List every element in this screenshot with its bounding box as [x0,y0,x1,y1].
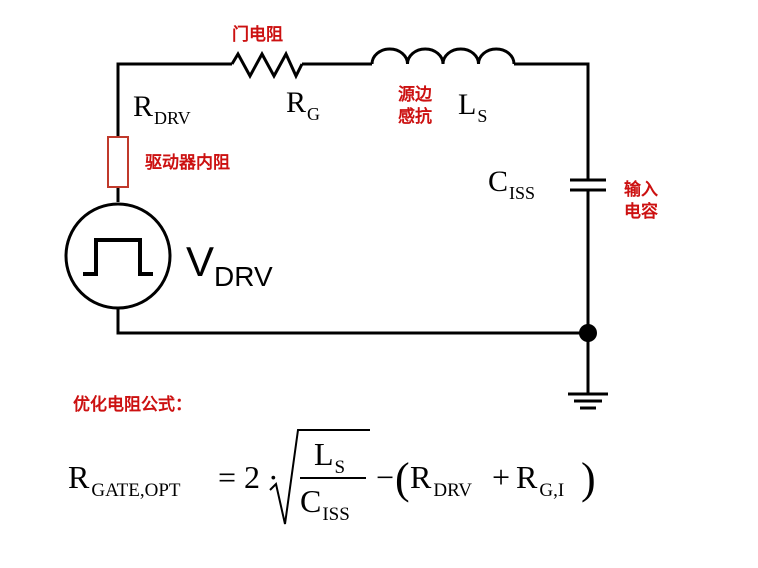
gate-resistor-symbol [230,50,304,80]
ground-icon [568,392,608,410]
junction-node [579,324,597,342]
driver-resistor-symbol [107,136,129,188]
formula-radical-sign [269,429,370,525]
label-r-drv: RDRV [133,90,191,128]
wires [116,62,590,393]
annotation-source-inductance-2: 感抗 [398,106,432,127]
formula-open-paren: ( [395,454,410,503]
wire-left-top [116,62,232,137]
formula-heading: 优化电阻公式： [73,394,192,415]
formula-close-paren: ) [581,454,596,503]
wire-ls-to-ciss [514,62,590,180]
wire-bottom [116,308,588,335]
formula-minus: − [376,459,394,495]
label-v-drv: VDRV [186,238,273,292]
inductor-symbol [370,47,516,65]
annotation-input-capacitance-2: 电容 [624,201,658,222]
annotation-input-capacitance-1: 输入 [624,179,658,200]
annotation-gate-resistor: 门电阻 [232,24,283,45]
annotation-driver-resistance: 驱动器内阻 [145,152,230,173]
label-l-s: LS [458,88,487,126]
pulse-waveform-icon [83,238,153,276]
formula-equals-two: = 2 · [218,459,279,495]
formula-numerator: LS [314,436,345,478]
annotation-source-inductance-1: 源边 [398,84,433,105]
formula-plus: + [492,459,510,495]
label-r-g: RG [286,86,320,124]
voltage-source-symbol [64,202,172,310]
label-c-iss: CISS [488,165,535,203]
formula-denominator: CISS [300,483,350,525]
